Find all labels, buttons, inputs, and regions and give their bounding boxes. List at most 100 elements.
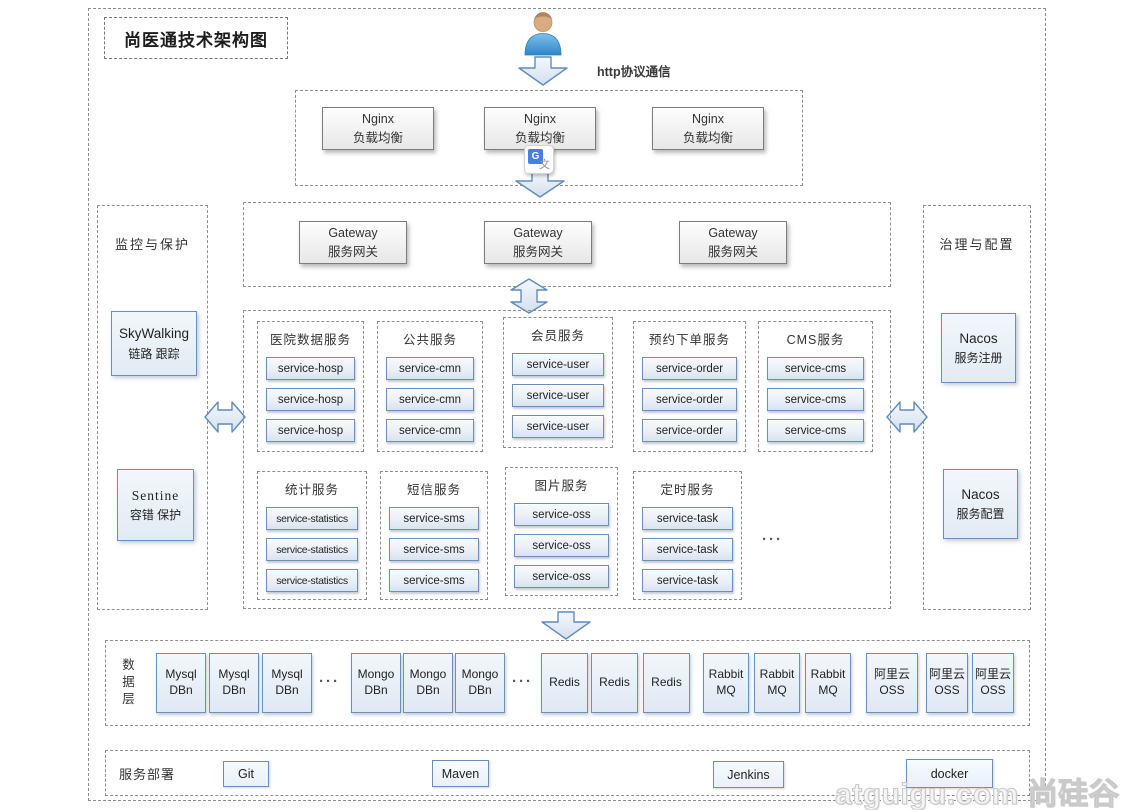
- db-line1: Rabbit: [810, 667, 846, 682]
- gateway-box-3: Gateway 服务网关: [679, 221, 787, 264]
- watermark: atguigu.com 尚硅谷: [834, 777, 1120, 810]
- service-group-title: 会员服务: [530, 329, 585, 343]
- service-instance: service-oss: [514, 503, 609, 526]
- maven-box: Maven: [432, 760, 489, 787]
- service-instance: service-hosp: [266, 357, 355, 380]
- nacos-name: Nacos: [961, 486, 1000, 502]
- redis-box: Redis: [643, 653, 690, 713]
- rabbitmq-box: Rabbit MQ: [754, 653, 800, 713]
- nacos-role: 服务配置: [956, 507, 1005, 522]
- skywalking-role: 链路 跟踪: [128, 346, 180, 361]
- service-instance: service-order: [642, 388, 737, 411]
- sentinel-box: Sentine 容错 保护: [117, 469, 194, 541]
- down-arrow-nginx-to-gateway: [515, 170, 565, 198]
- service-instance: service-user: [512, 415, 604, 438]
- service-instance: service-statistics: [266, 538, 358, 561]
- monitoring-panel: 监控与保护 SkyWalking 链路 跟踪 Sentine 容错 保护: [97, 205, 208, 610]
- nacos-role: 服务注册: [954, 351, 1003, 366]
- service-group-cmn: 公共服务 service-cmn service-cmn service-cmn: [377, 321, 483, 452]
- db-line2: DBn: [364, 683, 388, 697]
- gateway-box-1: Gateway 服务网关: [299, 221, 407, 264]
- db-line2: DBn: [275, 683, 299, 697]
- service-instance: service-statistics: [266, 507, 358, 530]
- db-line1: Mysql: [165, 667, 197, 682]
- db-line2: DBn: [222, 683, 246, 697]
- sentinel-name: Sentine: [131, 487, 180, 503]
- db-line2: DBn: [169, 683, 193, 697]
- rabbitmq-box: Rabbit MQ: [805, 653, 851, 713]
- service-instance: service-oss: [514, 565, 609, 588]
- aliyun-oss-box: 阿里云 OSS: [972, 653, 1014, 713]
- http-protocol-label: http协议通信: [597, 65, 671, 79]
- service-group-title: 短信服务: [406, 483, 461, 497]
- service-group-title: 图片服务: [534, 479, 589, 493]
- db-line2: MQ: [818, 683, 838, 697]
- service-group-title: 医院数据服务: [269, 333, 351, 347]
- nacos-registry-box: Nacos 服务注册: [941, 313, 1016, 383]
- user-icon: [524, 12, 562, 56]
- gateway-role: 服务网关: [512, 244, 563, 259]
- service-instance: service-sms: [389, 538, 479, 561]
- google-g-glyph: G: [528, 149, 543, 164]
- data-ellipsis: ···: [512, 673, 533, 690]
- down-arrow-user-to-nginx: [518, 56, 568, 86]
- mysql-box: Mysql DBn: [262, 653, 312, 713]
- mysql-box: Mysql DBn: [156, 653, 206, 713]
- mongo-box: Mongo DBn: [351, 653, 401, 713]
- services-ellipsis: ···: [762, 531, 783, 548]
- service-instance: service-sms: [389, 507, 479, 530]
- skywalking-box: SkyWalking 链路 跟踪: [111, 311, 197, 376]
- redis-box: Redis: [591, 653, 638, 713]
- redis-box: Redis: [541, 653, 588, 713]
- service-group-sms: 短信服务 service-sms service-sms service-sms: [380, 471, 488, 600]
- service-group-title: CMS服务: [786, 333, 845, 347]
- db-line2: MQ: [767, 683, 787, 697]
- db-line1: 阿里云: [974, 667, 1011, 682]
- service-group-user: 会员服务 service-user service-user service-u…: [503, 317, 613, 448]
- service-group-title: 定时服务: [660, 483, 715, 497]
- double-arrow-right-panel: [886, 401, 928, 433]
- gateway-box-2: Gateway 服务网关: [484, 221, 592, 264]
- mongo-box: Mongo DBn: [455, 653, 505, 713]
- deploy-layer-container: 服务部署 Git Maven Jenkins docker: [105, 750, 1030, 796]
- service-instance: service-cms: [767, 419, 864, 442]
- db-line1: Mongo: [461, 667, 499, 682]
- aliyun-oss-box: 阿里云 OSS: [866, 653, 918, 713]
- service-instance: service-statistics: [266, 569, 358, 592]
- db-line2: DBn: [416, 683, 440, 697]
- diagram-outer-border: [88, 8, 1046, 801]
- service-instance: service-cmn: [386, 419, 474, 442]
- service-group-oss: 图片服务 service-oss service-oss service-oss: [505, 467, 618, 596]
- data-layer-container: 数据层 Mysql DBn Mysql DBn Mysql DBn ··· Mo…: [105, 640, 1030, 726]
- config-panel-title: 治理与配置: [939, 237, 1015, 252]
- nacos-name: Nacos: [959, 330, 998, 346]
- deploy-label: 服务部署: [119, 766, 176, 782]
- gateway-name: Gateway: [328, 225, 378, 240]
- rabbitmq-box: Rabbit MQ: [703, 653, 749, 713]
- service-instance: service-order: [642, 419, 737, 442]
- nginx-box-3: Nginx 负载均衡: [652, 107, 764, 150]
- service-group-title: 公共服务: [402, 333, 457, 347]
- service-group-order: 预约下单服务 service-order service-order servi…: [633, 321, 746, 452]
- db-line1: Rabbit: [759, 667, 795, 682]
- service-instance: service-oss: [514, 534, 609, 557]
- service-instance: service-task: [642, 538, 733, 561]
- service-group-hosp: 医院数据服务 service-hosp service-hosp service…: [257, 321, 364, 452]
- service-group-statistics: 统计服务 service-statistics service-statisti…: [257, 471, 367, 600]
- service-instance: service-cms: [767, 357, 864, 380]
- db-line1: 阿里云: [873, 667, 910, 682]
- db-line1: Redis: [651, 675, 682, 690]
- service-instance: service-user: [512, 353, 604, 376]
- gateway-name: Gateway: [708, 225, 758, 240]
- mongo-box: Mongo DBn: [403, 653, 453, 713]
- google-translate-icon[interactable]: G 文: [524, 145, 554, 174]
- service-group-task: 定时服务 service-task service-task service-t…: [633, 471, 742, 600]
- down-arrow-services-to-data: [541, 611, 591, 640]
- db-line1: Mongo: [409, 667, 447, 682]
- double-arrow-gateway-services: [510, 278, 548, 314]
- service-instance: service-cmn: [386, 388, 474, 411]
- double-arrow-left-panel: [204, 401, 246, 433]
- config-panel: 治理与配置 Nacos 服务注册 Nacos 服务配置: [923, 205, 1031, 610]
- service-instance: service-user: [512, 384, 604, 407]
